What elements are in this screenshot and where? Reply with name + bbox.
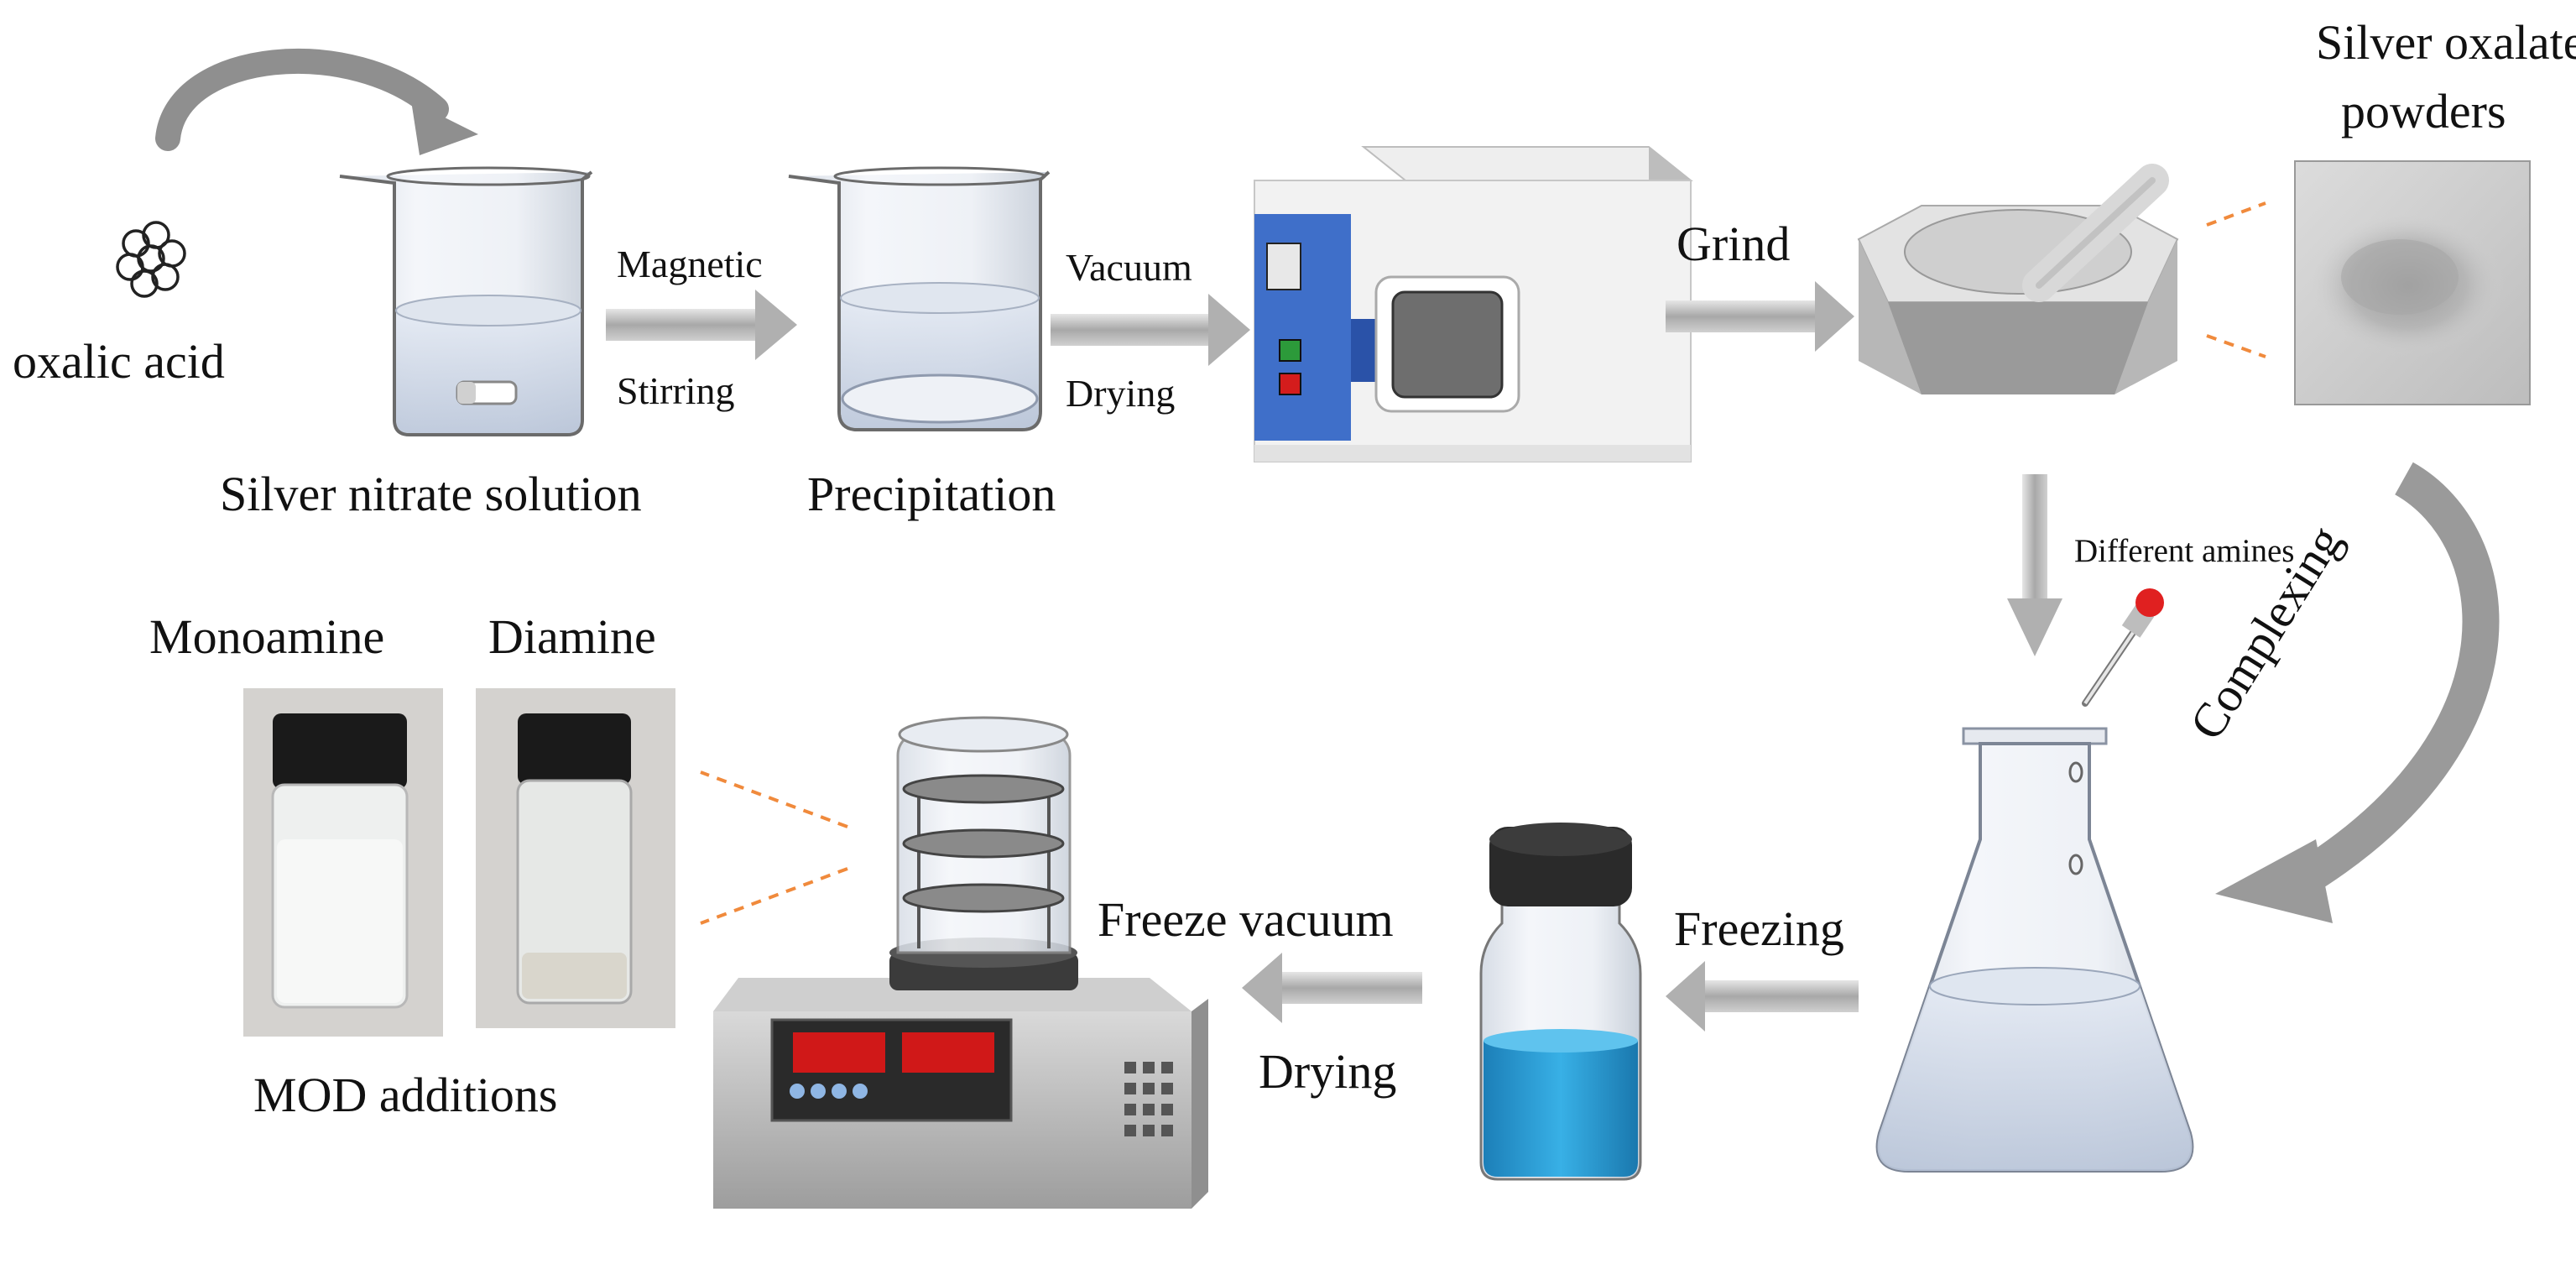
vent-grid-icon	[1124, 1062, 1173, 1136]
oven-green-button	[1279, 339, 1301, 362]
oven-window-icon	[1391, 290, 1504, 399]
stirring-label: Stirring	[617, 369, 735, 412]
arrow-stirring	[606, 290, 797, 360]
erlenmeyer-flask	[1875, 727, 2194, 1173]
freeze-display-icon	[902, 1032, 994, 1073]
freeze-dryer	[713, 716, 1208, 1209]
diamine-vial-photo	[476, 688, 675, 1028]
beaker-precipitation	[788, 166, 1051, 431]
dashed-connector	[700, 770, 848, 828]
vacuum-oven	[1254, 146, 1693, 462]
silver-nitrate-label: Silver nitrate solution	[220, 467, 642, 521]
dashed-connector	[700, 867, 848, 925]
different-amines-label: Different amines	[2074, 533, 2295, 569]
oxalic-acid-icon	[116, 221, 186, 298]
complexing-arrow-icon	[2215, 462, 2500, 923]
grind-label: Grind	[1676, 217, 1791, 271]
arrow-to-flask	[2007, 474, 2062, 656]
drying-top-label: Drying	[1066, 372, 1176, 415]
freezing-label: Freezing	[1674, 901, 1844, 956]
dashed-connector	[2206, 334, 2266, 358]
diamine-label: Diamine	[488, 609, 656, 664]
pour-arrow-icon	[155, 49, 478, 155]
freeze-display-icon	[793, 1032, 885, 1073]
arrow-vacuum-drying	[1051, 294, 1250, 366]
stir-bar-icon	[456, 380, 518, 405]
beaker-silver-nitrate	[339, 166, 593, 436]
monoamine-label: Monoamine	[149, 609, 385, 664]
magnetic-label: Magnetic	[617, 243, 763, 285]
oven-red-button	[1279, 373, 1301, 395]
drying-bottom-label: Drying	[1259, 1044, 1397, 1099]
silver-oxalate-photo	[2294, 160, 2531, 405]
silver-oxalate-label-line1: Silver oxalate	[2316, 15, 2576, 70]
mortar-pestle-icon	[1857, 164, 2179, 394]
arrow-freezing	[1666, 961, 1859, 1032]
dashed-connector	[2206, 201, 2266, 227]
oven-display-icon	[1266, 243, 1301, 290]
oxalic-acid-label: oxalic acid	[13, 334, 225, 389]
dropper-icon	[2082, 588, 2164, 707]
arrow-grind	[1666, 281, 1854, 352]
mod-additions-label: MOD additions	[253, 1068, 558, 1122]
monoamine-vial-photo	[243, 688, 443, 1037]
freeze-vacuum-label: Freeze vacuum	[1098, 892, 1394, 947]
precipitation-label: Precipitation	[807, 467, 1056, 521]
blue-solution-vial	[1479, 823, 1642, 1181]
vacuum-label: Vacuum	[1066, 246, 1192, 289]
silver-oxalate-label-line2: powders	[2341, 84, 2506, 138]
arrow-freeze-drying	[1242, 953, 1422, 1023]
